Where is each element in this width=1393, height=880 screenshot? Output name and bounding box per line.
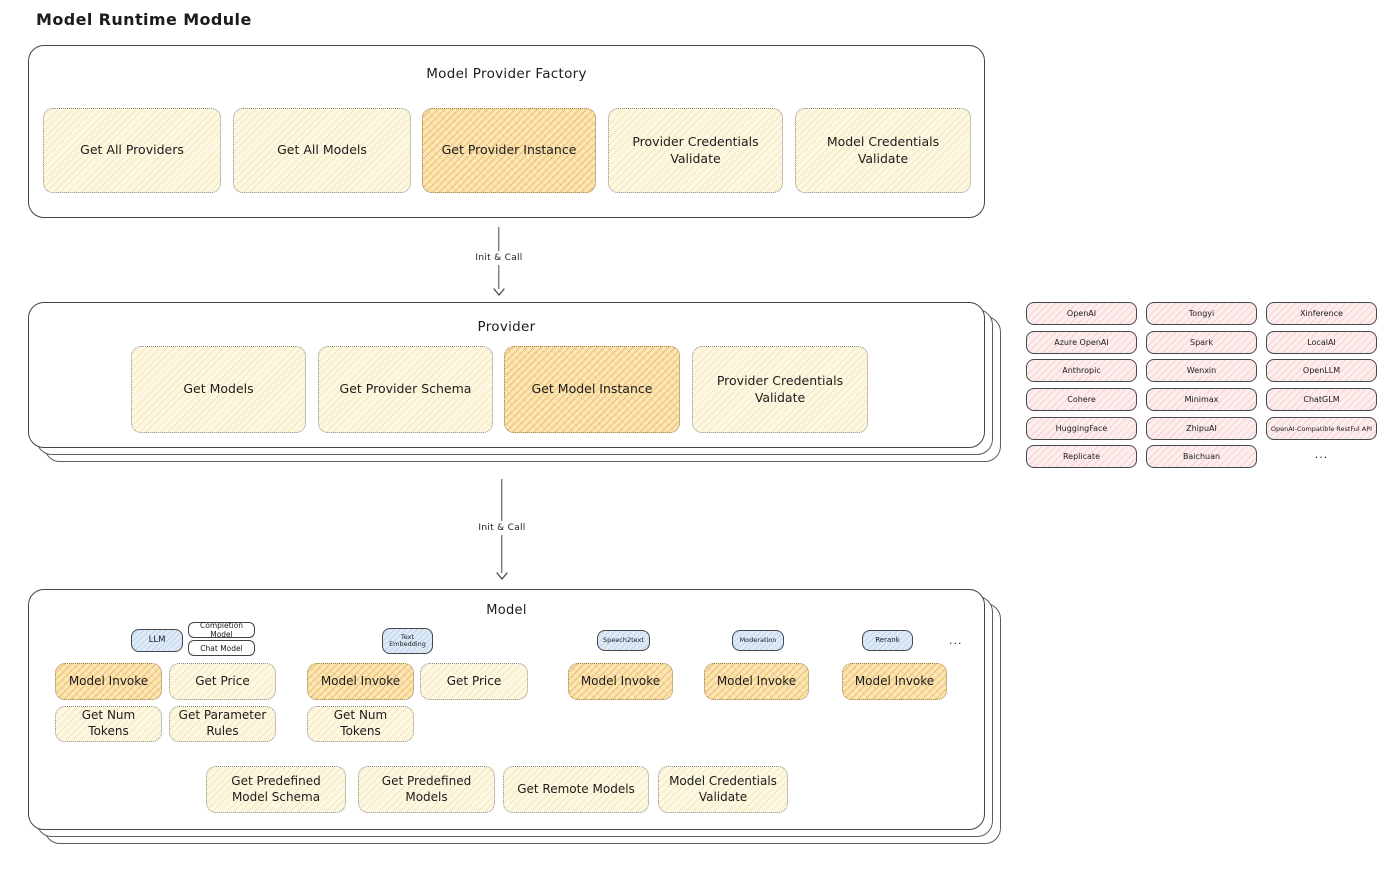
node-get-predefined-model-schema[interactable]: Get Predefined Model Schema [206,766,346,813]
provider-item-cohere[interactable]: Cohere [1026,388,1137,411]
arrow-label: Init & Call [474,521,530,535]
provider-item-anthropic[interactable]: Anthropic [1026,359,1137,382]
provider-item-openllm[interactable]: OpenLLM [1266,359,1377,382]
node-provider-credentials-validate-2[interactable]: Provider Credentials Validate [692,346,868,433]
model-box: Model LLM Completion Model Chat Model Te… [28,589,985,830]
provider-item-huggingface[interactable]: HuggingFace [1026,417,1137,440]
provider-item-tongyi[interactable]: Tongyi [1146,302,1257,325]
tabs-more-ellipsis: ... [949,634,963,647]
tab-speech2text[interactable]: Speech2text [597,630,650,651]
tab-completion-model[interactable]: Completion Model [188,621,255,639]
provider-title: Provider [477,319,536,335]
provider-item-spark[interactable]: Spark [1146,331,1257,354]
node-te-model-invoke[interactable]: Model Invoke [307,663,414,700]
tab-chat-model[interactable]: Chat Model [188,640,255,656]
model-title: Model [486,603,527,618]
tab-rerank[interactable]: Rerank [862,630,913,651]
node-llm-get-num-tokens[interactable]: Get Num Tokens [55,706,162,742]
node-llm-get-parameter-rules[interactable]: Get Parameter Rules [169,706,276,742]
provider-item-chatglm[interactable]: ChatGLM [1266,388,1377,411]
provider-item-baichuan[interactable]: Baichuan [1146,445,1257,468]
node-get-provider-schema[interactable]: Get Provider Schema [318,346,493,433]
provider-item-xinference[interactable]: Xinference [1266,302,1377,325]
provider-item-localai[interactable]: LocalAI [1266,331,1377,354]
init-call-arrow-2: Init & Call [474,479,530,580]
provider-item-azure-openai[interactable]: Azure OpenAI [1026,331,1137,354]
node-get-models[interactable]: Get Models [131,346,306,433]
arrowhead-icon [496,572,508,580]
node-model-credentials-validate[interactable]: Model Credentials Validate [795,108,971,193]
providers-more-ellipsis: ... [1314,448,1329,461]
provider-item-replicate[interactable]: Replicate [1026,445,1137,468]
factory-title: Model Provider Factory [426,66,587,82]
tab-text-embedding[interactable]: Text Embedding [382,628,433,654]
page-title: Model Runtime Module [36,10,252,29]
node-llm-get-price[interactable]: Get Price [169,663,276,700]
node-get-all-models[interactable]: Get All Models [233,108,411,193]
provider-item-zhipuai[interactable]: ZhipuAI [1146,417,1257,440]
tab-llm[interactable]: LLM [131,629,183,652]
node-te-get-num-tokens[interactable]: Get Num Tokens [307,706,414,742]
node-get-model-instance[interactable]: Get Model Instance [504,346,680,433]
arrowhead-icon [493,288,505,296]
node-get-provider-instance[interactable]: Get Provider Instance [422,108,596,193]
provider-item-wenxin[interactable]: Wenxin [1146,359,1257,382]
provider-item-openai-compatible[interactable]: OpenAI-Compatible RestFul API [1266,417,1377,440]
provider-box: Provider Get Models Get Provider Schema … [28,302,985,448]
node-llm-model-invoke[interactable]: Model Invoke [55,663,162,700]
init-call-arrow-1: Init & Call [471,227,527,296]
node-s2t-model-invoke[interactable]: Model Invoke [568,663,673,700]
node-get-remote-models[interactable]: Get Remote Models [503,766,649,813]
node-get-all-providers[interactable]: Get All Providers [43,108,221,193]
node-provider-credentials-validate[interactable]: Provider Credentials Validate [608,108,783,193]
provider-item-minimax[interactable]: Minimax [1146,388,1257,411]
provider-item-openai[interactable]: OpenAI [1026,302,1137,325]
node-get-predefined-models[interactable]: Get Predefined Models [358,766,495,813]
node-te-get-price[interactable]: Get Price [420,663,528,700]
arrow-label: Init & Call [471,251,527,265]
node-moderation-model-invoke[interactable]: Model Invoke [704,663,809,700]
node-rerank-model-invoke[interactable]: Model Invoke [842,663,947,700]
factory-box: Model Provider Factory Get All Providers… [28,45,985,218]
node-model-credentials-validate-2[interactable]: Model Credentials Validate [658,766,788,813]
tab-moderation[interactable]: Moderation [732,630,784,651]
